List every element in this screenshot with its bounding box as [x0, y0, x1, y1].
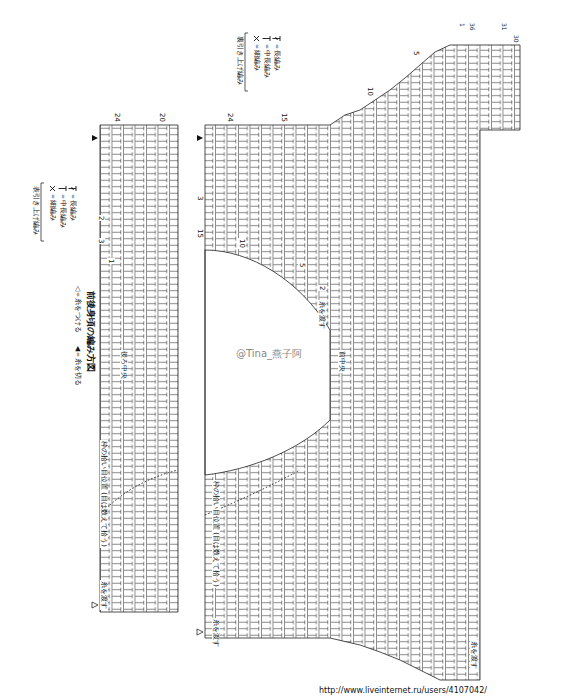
legend-text: ＝長編み [273, 43, 281, 71]
legend-item: ＝長編み [68, 185, 77, 221]
stitch-symbol [272, 35, 281, 42]
back-piece [100, 125, 178, 612]
legend-bracket [41, 183, 44, 241]
row-number: 15 [280, 112, 288, 123]
yarn-note: 糸を渡す [318, 300, 326, 330]
cut-marker [92, 135, 98, 141]
legend-text: ＝長編み [69, 193, 77, 221]
legend-note: ◁＝糸をつける [74, 285, 82, 334]
cut-marker [197, 135, 203, 141]
legend-text: ＝細編み [253, 43, 261, 71]
row-number: 36 [468, 22, 475, 32]
join-marker [92, 602, 98, 608]
legend-item: ＝細編み [252, 35, 261, 71]
stitch-symbol [262, 35, 271, 42]
row-number: 3 [97, 238, 105, 244]
row-number: 5 [298, 262, 306, 268]
stitch-symbol [48, 185, 57, 192]
legend-text: ＝中長編み [263, 43, 271, 78]
row-number: 1 [458, 22, 465, 28]
row-number: 24 [226, 112, 234, 123]
row-number: 5 [412, 50, 420, 56]
row-number: 1 [107, 258, 115, 264]
yarn-note: 糸を渡す [470, 640, 478, 670]
row-number: 10 [238, 238, 246, 249]
stitch-symbol [68, 185, 77, 192]
yarn-note: 糸を渡す [100, 580, 108, 610]
row-number: 2 [318, 285, 326, 291]
source-url: http://www.liveinternet.ru/users/4107042… [318, 686, 488, 695]
yarn-note: 糸を渡す [212, 618, 220, 648]
front-piece [205, 45, 520, 680]
center-mark: 後ろ中央 [120, 350, 128, 380]
legend-item: ＝中長編み [262, 35, 271, 78]
row-number: 10 [366, 86, 374, 97]
legend-item: ＝長編み [272, 35, 281, 71]
legend-item: ＝中長編み [58, 185, 67, 228]
row-number: 20 [158, 112, 166, 123]
stitch-symbol [252, 35, 261, 42]
legend-item: ＝細編み [48, 185, 57, 221]
legend-note: ◀＝糸を切る [74, 345, 82, 387]
legend-bracket [245, 33, 248, 91]
pickup-note: 枠の拾い目位置 (目は数えて拾う) [212, 480, 220, 588]
stitch-group: 表引き上げ編み [32, 185, 40, 236]
pickup-note: 枠の拾い目位置 (目は数えて拾う) [100, 440, 108, 548]
legend-text: ＝細編み [49, 193, 57, 221]
watermark: @Tina_燕子阿 [235, 348, 303, 360]
pickup-line [100, 470, 178, 515]
row-number: 24 [113, 112, 121, 123]
chart-title: 前後身頃の編み方図 [86, 290, 96, 373]
row-number: 31 [500, 22, 507, 32]
stitch-symbol [58, 185, 67, 192]
row-number: 15 [196, 228, 204, 239]
row-number: 2 [97, 215, 105, 221]
legend-text: ＝中長編み [59, 193, 67, 228]
center-mark: 前中央 [338, 350, 346, 373]
row-number: 30 [512, 34, 519, 44]
stitch-group: 裏引き上げ編み [236, 35, 244, 86]
row-number: 3 [196, 195, 204, 201]
join-marker [197, 629, 203, 635]
